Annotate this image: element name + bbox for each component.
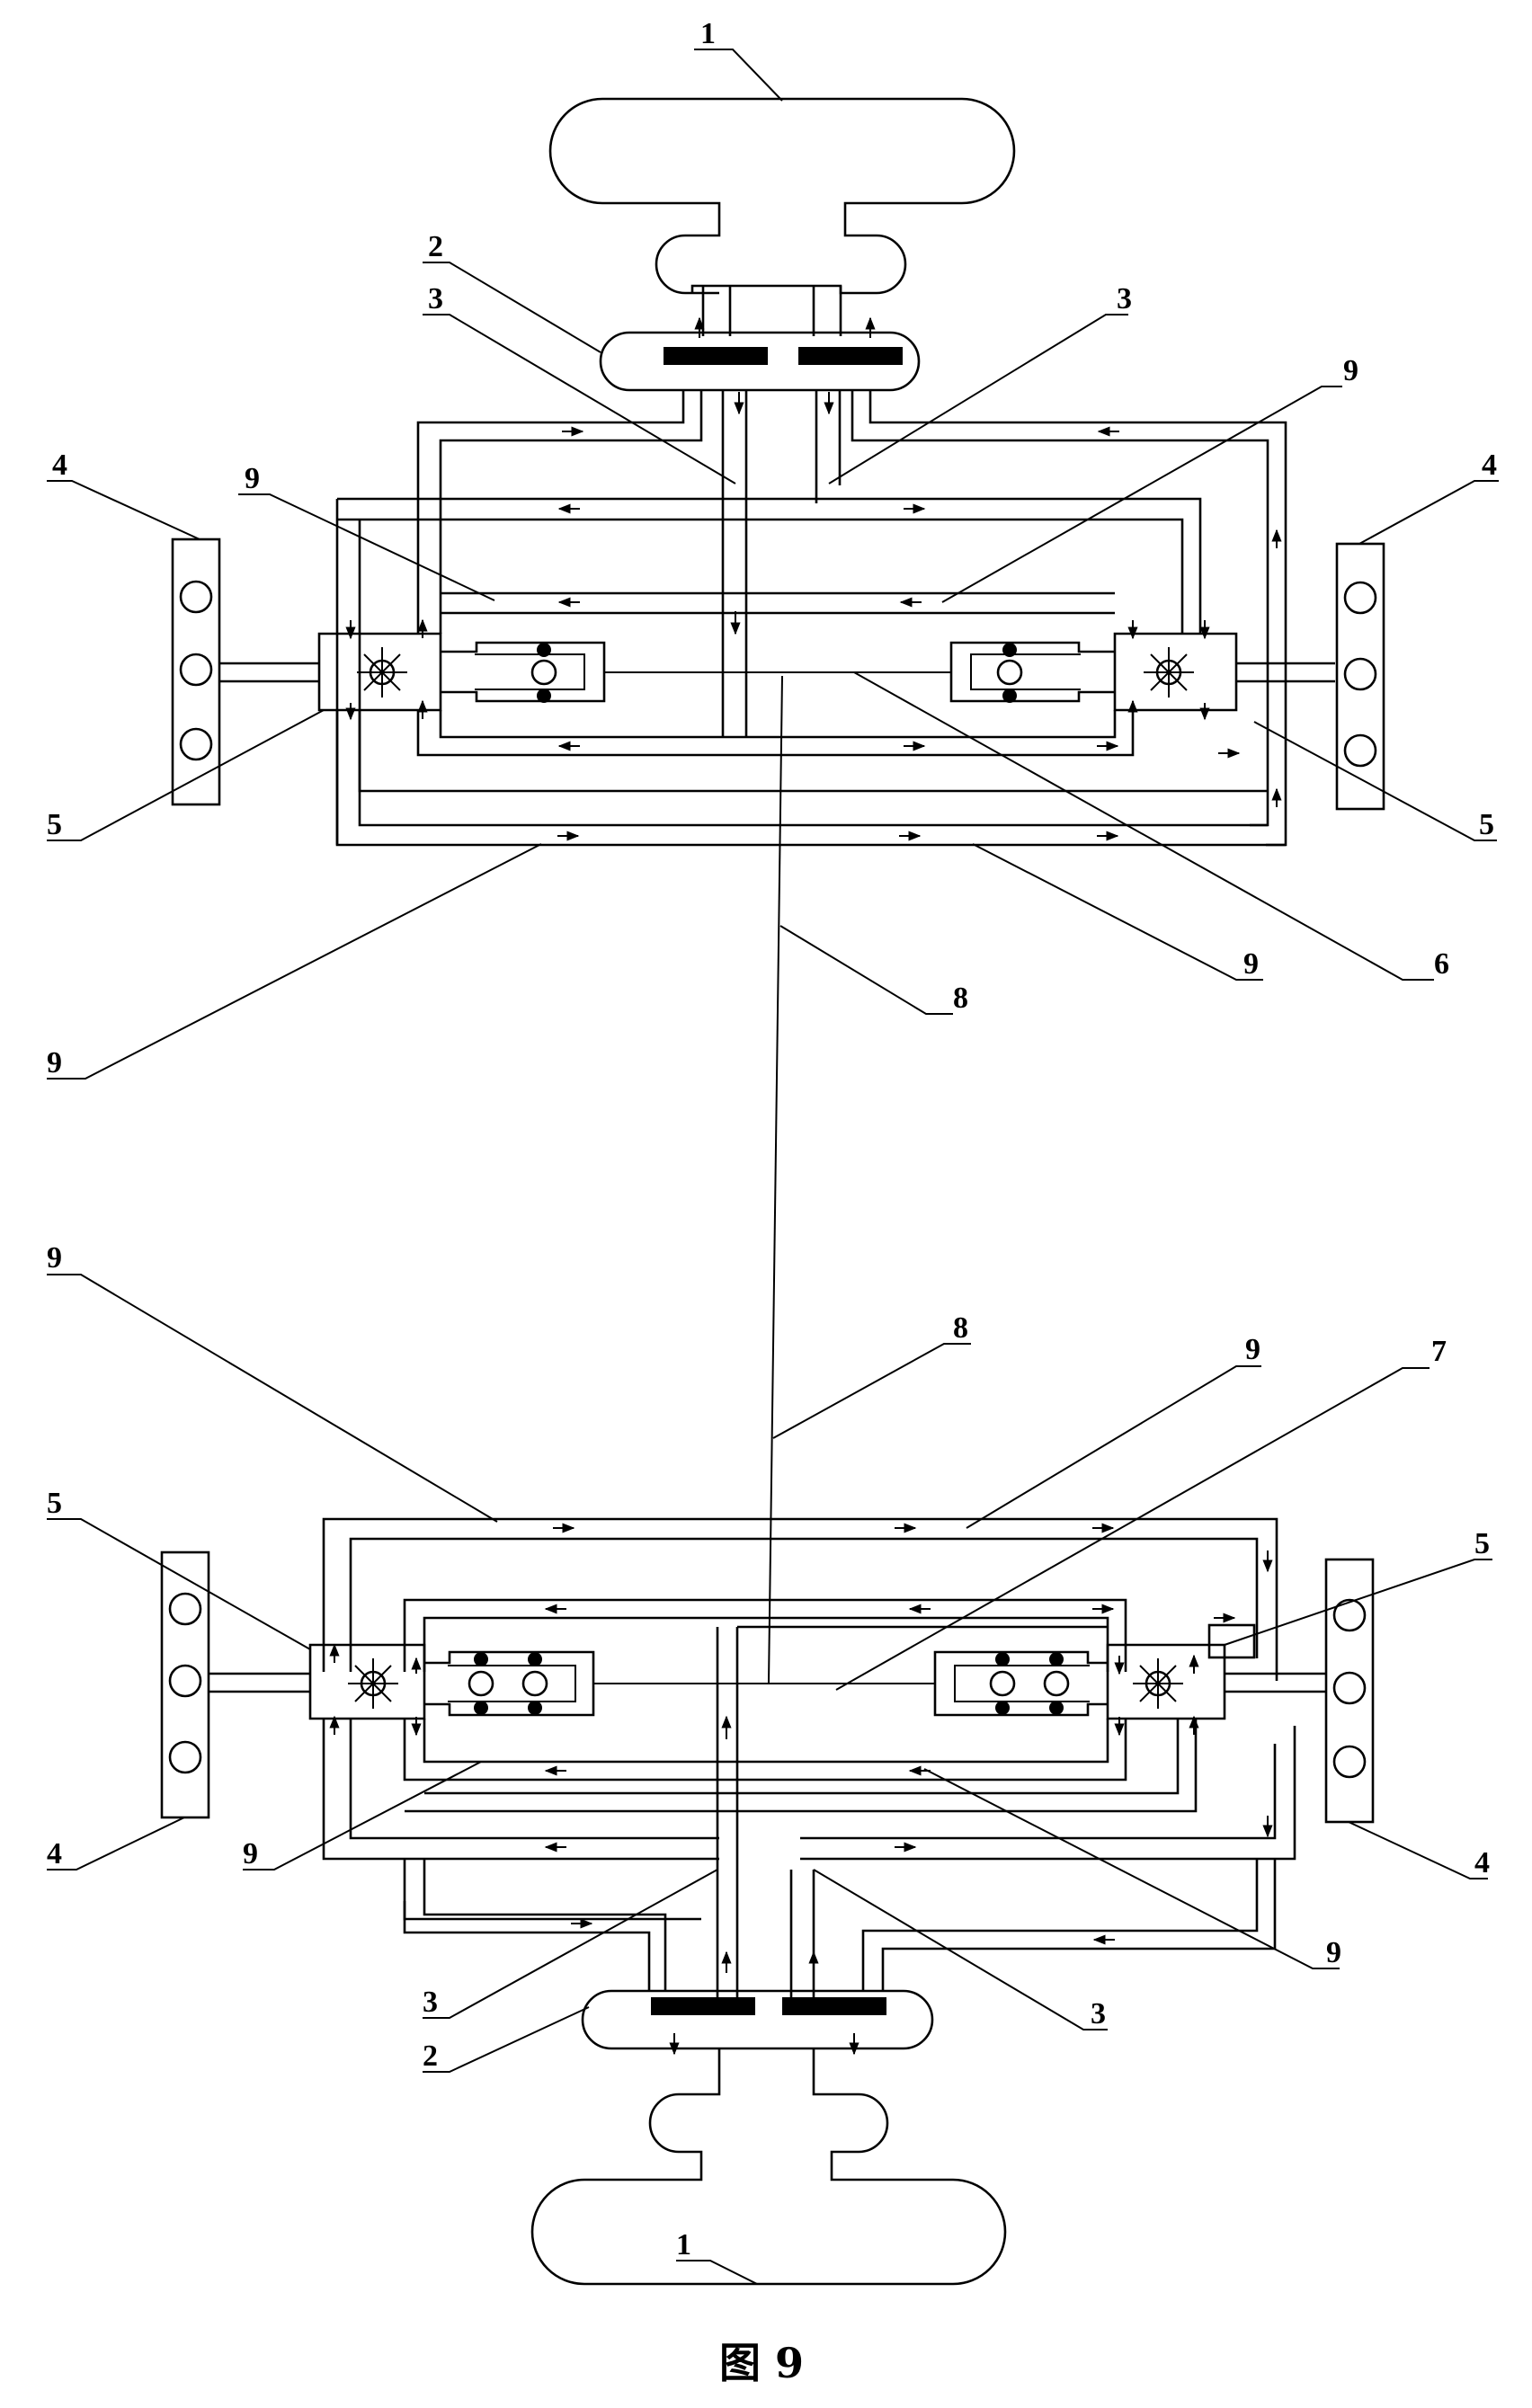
- label-9-lower-top-right: 9: [1245, 1333, 1260, 1366]
- upper-right-shaft: [1236, 662, 1335, 683]
- label-5-top-right: 5: [1479, 808, 1494, 841]
- upper-outer-loop-a: [416, 390, 1287, 847]
- upper-right-star-valve: [1144, 647, 1194, 698]
- label-9-lower-bottom-left: 9: [243, 1837, 258, 1870]
- upper-central-pipes: [721, 390, 842, 737]
- label-1-lower: 1: [676, 2228, 691, 2261]
- label-4-lower-left: 4: [47, 1837, 62, 1870]
- lower-left-distributor: [308, 1643, 426, 1720]
- upper-neck-pipes: [701, 286, 842, 336]
- label-1-top: 1: [700, 17, 716, 50]
- lower-reservoir: [530, 2048, 1007, 2286]
- label-9-top-mid-right: 9: [1243, 947, 1259, 981]
- upper-right-cylinder: [949, 641, 1115, 703]
- lower-right-star-valve: [1133, 1658, 1183, 1709]
- lower-mid-bands: [403, 1598, 1127, 1782]
- upper-assembly: [171, 97, 1385, 847]
- lower-left-shaft: [209, 1672, 310, 1693]
- upper-band-3: [441, 591, 1115, 615]
- lower-pump-plate-right: [782, 1997, 886, 2015]
- label-9-lower-bottom-right: 9: [1326, 1936, 1341, 1969]
- upper-left-shaft: [219, 662, 319, 683]
- lower-pump-housing: [581, 1989, 934, 2050]
- label-9-lower-left: 9: [47, 1241, 62, 1275]
- upper-flow-arrows: [345, 426, 1282, 841]
- label-8-top: 8: [953, 982, 968, 1015]
- lower-assembly: [160, 1517, 1375, 2286]
- lower-pump-plate-left: [651, 1997, 755, 2015]
- lower-bottom-bands: [403, 1719, 1198, 1921]
- label-2-lower: 2: [423, 2039, 438, 2073]
- lower-right-distributor: [1106, 1643, 1226, 1720]
- upper-reservoir: [548, 97, 1016, 295]
- upper-band-2b: [358, 520, 1268, 827]
- lower-left-star-valve: [348, 1658, 398, 1709]
- label-8-lower: 8: [953, 1311, 968, 1345]
- upper-band-2: [335, 497, 1286, 847]
- label-3-top-right: 3: [1117, 282, 1132, 315]
- lower-right-motor: [1324, 1558, 1375, 1824]
- upper-left-star-valve: [357, 647, 407, 698]
- label-9-top-left: 9: [245, 462, 260, 495]
- label-3-top-left: 3: [428, 282, 443, 315]
- upper-right-distributor: [1113, 632, 1238, 712]
- label-3-lower-left: 3: [423, 1986, 438, 2019]
- label-5-lower-right: 5: [1474, 1527, 1490, 1560]
- lower-central-pipes: [716, 1625, 1108, 2004]
- lower-flow-arrows: [329, 1523, 1273, 2056]
- label-4-lower-right: 4: [1474, 1846, 1490, 1879]
- upper-band-5: [335, 710, 1268, 845]
- lower-left-motor: [160, 1551, 210, 1819]
- lower-outer-frame: [322, 1517, 1296, 1861]
- label-5-lower-left: 5: [47, 1487, 62, 1520]
- figure-caption: 图 9: [719, 2339, 804, 2387]
- label-3-lower-right: 3: [1091, 1997, 1106, 2030]
- upper-pump-plate-left: [664, 347, 768, 365]
- label-6: 6: [1434, 947, 1449, 981]
- lower-right-shaft: [1225, 1672, 1326, 1693]
- lower-left-cylinder: [424, 1650, 595, 1717]
- upper-left-motor: [171, 538, 221, 806]
- reference-labels: 1 2 3 3 9 9 4 4 5 5 6 9 8 9 9 8 9 7 5 5 …: [47, 17, 1497, 2261]
- label-4-top-left: 4: [52, 449, 67, 482]
- label-2-top: 2: [428, 230, 443, 263]
- lower-right-cylinder: [933, 1650, 1108, 1717]
- leader-lines: [47, 49, 1499, 2285]
- upper-pump-plate-right: [798, 347, 903, 365]
- upper-pump-housing: [599, 331, 921, 392]
- label-5-top-left: 5: [47, 808, 62, 841]
- upper-band-4: [416, 710, 1135, 757]
- lower-pump-loops: [403, 1859, 1277, 1991]
- upper-left-distributor: [317, 632, 442, 712]
- label-7: 7: [1431, 1335, 1447, 1368]
- lower-right-port: [1207, 1623, 1256, 1659]
- upper-left-cylinder: [441, 641, 606, 703]
- label-9-top-right: 9: [1343, 354, 1358, 387]
- connecting-line-8: [768, 675, 783, 1684]
- label-9-top-bottom-left: 9: [47, 1046, 62, 1080]
- label-4-top-right: 4: [1482, 449, 1497, 482]
